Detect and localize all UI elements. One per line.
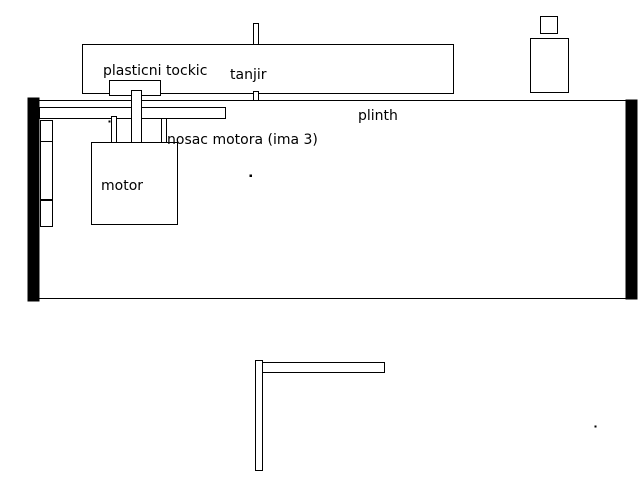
plinth-right-bar (625, 99, 638, 300)
label-platter: tanjir (230, 67, 267, 83)
label-plinth: plinth (358, 108, 398, 124)
side-block-2 (40, 141, 53, 200)
label-motor: motor (101, 178, 143, 194)
dot-1 (108, 120, 111, 123)
side-block-3 (40, 200, 53, 227)
bracket-vertical (255, 360, 263, 471)
tonearm-base (530, 38, 569, 93)
side-block-1 (40, 120, 53, 142)
mount-post-right (161, 118, 167, 143)
small-square (540, 16, 558, 34)
plinth-left-bar (27, 97, 40, 302)
motor-body (91, 142, 178, 225)
spindle-top (253, 23, 259, 45)
mount-post-left (111, 116, 117, 143)
label-wheel: plasticni tockic (103, 63, 207, 79)
dot-3 (594, 425, 597, 428)
label-motor-mount: nosac motora (ima 3) (167, 132, 318, 148)
dot-2 (249, 174, 252, 177)
motor-shaft (131, 90, 142, 143)
bracket-horizontal (255, 362, 385, 373)
